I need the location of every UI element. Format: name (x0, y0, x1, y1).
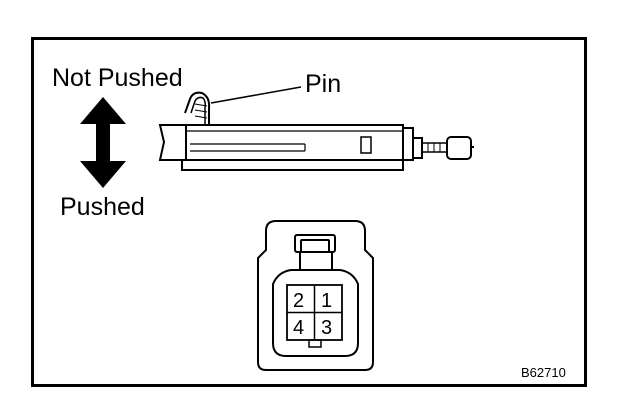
pushed-label: Pushed (60, 193, 145, 221)
pin-leader-line (210, 86, 302, 104)
double-arrow-icon (80, 97, 126, 188)
figure-code: B62710 (521, 365, 566, 380)
connector-face (257, 220, 374, 371)
not-pushed-label: Not Pushed (52, 64, 183, 92)
pin-number-1: 1 (321, 290, 332, 312)
pin-number-3: 3 (321, 317, 332, 339)
pin-label: Pin (305, 70, 342, 98)
pin-number-2: 2 (293, 290, 304, 312)
figure-frame (31, 37, 587, 387)
stop-light-switch (158, 91, 474, 171)
pin-number-4: 4 (293, 317, 304, 339)
